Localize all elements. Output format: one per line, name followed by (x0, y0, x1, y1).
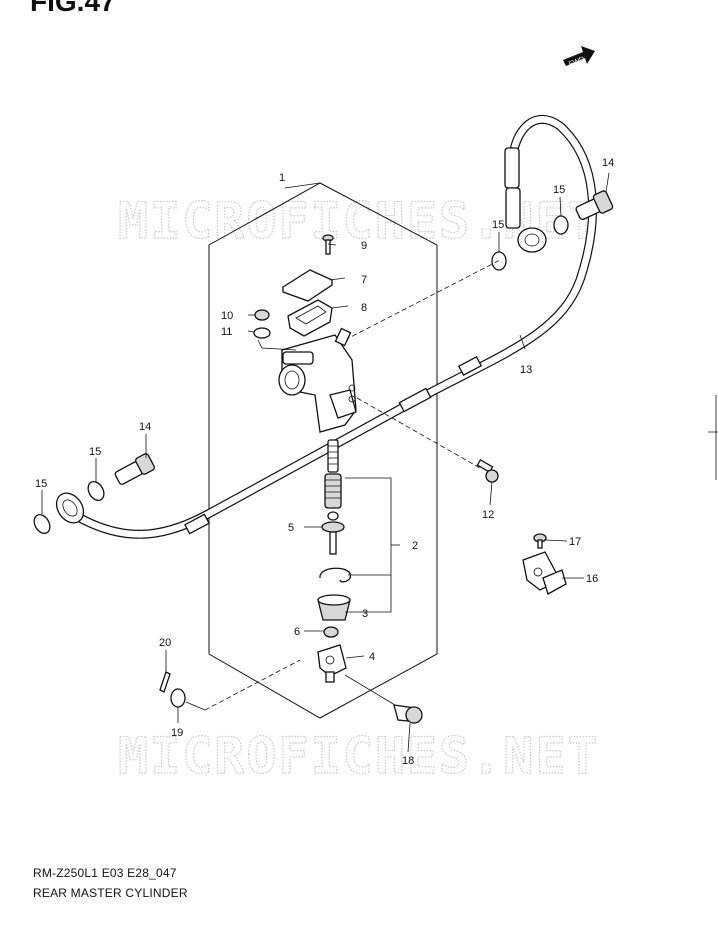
washer-15-c (491, 251, 507, 271)
watermark-bottom: MICROFICHES.NET (118, 727, 600, 785)
callout-8: 8 (361, 302, 367, 314)
callout-7: 7 (361, 274, 367, 286)
leader-19 (185, 701, 206, 711)
callout-17: 17 (569, 536, 581, 548)
callout-15-left: 15 (35, 478, 47, 490)
leader-18 (344, 674, 396, 706)
callout-18: 18 (402, 755, 414, 767)
callout-11: 11 (221, 326, 232, 338)
cap-screw (322, 234, 334, 255)
connector-cap (254, 309, 270, 321)
diagram-title: REAR MASTER CYLINDER (33, 886, 188, 900)
fwd-arrow-icon: FWD (563, 46, 595, 68)
piston-spring (324, 439, 342, 509)
bolt-12 (476, 459, 499, 483)
leader-dashed-bolt12 (356, 397, 481, 469)
callout-19: 19 (171, 727, 183, 739)
callout-14-upper: 14 (602, 157, 614, 169)
screw-17 (533, 533, 547, 549)
leader-dashed-lower (204, 659, 301, 711)
callout-6: 6 (294, 626, 300, 638)
callout-2: 2 (412, 540, 418, 552)
washer-15-b (87, 481, 105, 501)
callout-12: 12 (482, 509, 494, 521)
callout-15-upper: 15 (492, 219, 504, 231)
circlip-11 (253, 327, 271, 339)
master-cylinder-body (278, 327, 357, 433)
nut-6 (323, 626, 339, 638)
callout-9: 9 (361, 240, 367, 252)
leader-dashed-upper (344, 259, 501, 341)
callout-5: 5 (288, 522, 294, 534)
brake-hose (75, 114, 597, 539)
push-rod-5 (321, 511, 345, 555)
callout-20: 20 (159, 637, 171, 649)
callout-14-lower: 14 (139, 421, 151, 433)
boot-3 (317, 594, 351, 621)
union-bolt-14-upper (575, 190, 614, 221)
clevis-4 (317, 644, 347, 683)
washer-15-d (553, 215, 569, 235)
circlip-snap (319, 567, 351, 583)
reservoir-diaphragm (287, 299, 333, 337)
cotter-pin-20 (159, 671, 171, 693)
callout-16: 16 (586, 573, 598, 585)
callout-3: 3 (362, 608, 368, 620)
leader-11 (257, 339, 297, 351)
washer-15-a (33, 514, 51, 534)
hose-banjo-upper (517, 227, 547, 253)
callout-13: 13 (520, 364, 532, 376)
callout-1: 1 (279, 172, 285, 184)
callout-10: 10 (221, 310, 233, 322)
callout-15-mid: 15 (89, 446, 101, 458)
callout-15-upper-right: 15 (553, 184, 565, 196)
hose-banjo-lower (55, 492, 85, 524)
washer-19 (170, 688, 186, 708)
hose-guide-16 (522, 551, 567, 595)
edge-mark (708, 395, 718, 480)
figure-number: FIG.47 (30, 0, 116, 17)
reservoir-cap (281, 269, 334, 302)
clevis-pin-18 (393, 704, 423, 724)
diagram-code: RM-Z250L1 E03 E28_047 (33, 866, 177, 880)
callout-4: 4 (369, 651, 375, 663)
callout-leaders (41, 172, 610, 753)
union-bolt-14-lower (114, 453, 155, 485)
